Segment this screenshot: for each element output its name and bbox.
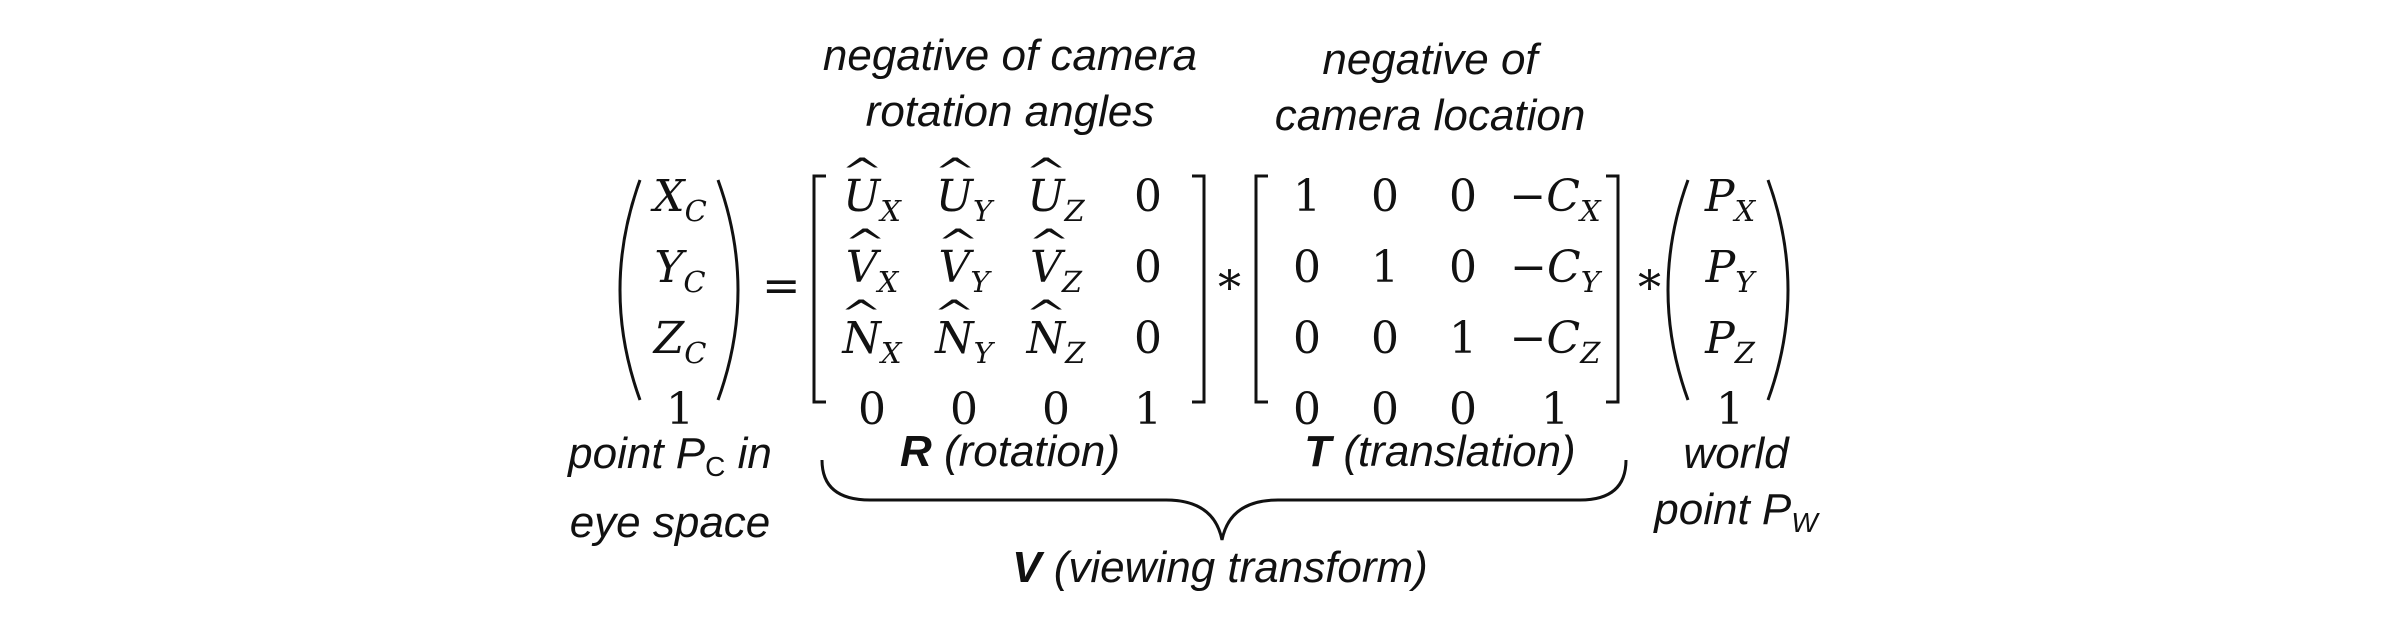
translation-top-caption-line2: camera location bbox=[1274, 91, 1586, 140]
translation-cell: 1 bbox=[1371, 242, 1399, 293]
translation-cell: 0 bbox=[1293, 313, 1321, 364]
eye-vector-entry: XC bbox=[653, 171, 707, 229]
eye-point-caption-line2: eye space bbox=[569, 498, 771, 547]
eye-vector-entry: YC bbox=[654, 242, 706, 300]
rotation-cell: 0 bbox=[1134, 242, 1162, 293]
eye-vector-entry: ZC bbox=[653, 313, 707, 371]
world-vector-entry: 1 bbox=[1716, 384, 1744, 435]
translation-cell: 1 bbox=[1541, 384, 1569, 435]
rotation-cell: 0 bbox=[858, 384, 886, 435]
world-vector-right-paren bbox=[1766, 179, 1790, 401]
translation-cell: 0 bbox=[1293, 242, 1321, 293]
eye-point-caption-line1: point PC in bbox=[568, 429, 772, 482]
translation-cell: 1 bbox=[1449, 313, 1477, 364]
world-vector-entry: PY bbox=[1705, 242, 1755, 300]
rotation-right-bracket bbox=[1192, 174, 1206, 404]
translation-cell: −CZ bbox=[1509, 313, 1601, 371]
rotation-cell: 0 bbox=[1042, 384, 1070, 435]
rotation-top-caption-line1: negative of camera bbox=[822, 31, 1198, 80]
rotation-row: NX NY NZ 0 bbox=[826, 314, 1194, 378]
world-point-caption: world point PW bbox=[1636, 426, 1836, 551]
rotation-matrix: UX UY UZ 0 VX VY VZ 0 NX NY NZ 0 0 0 0 1 bbox=[826, 172, 1194, 435]
translation-cell: 0 bbox=[1293, 384, 1321, 435]
translation-cell: 0 bbox=[1449, 171, 1477, 222]
translation-row: 1 0 0 −CX bbox=[1268, 172, 1608, 236]
rotation-cell: 1 bbox=[1134, 384, 1162, 435]
rotation-cell: UX bbox=[826, 172, 918, 236]
viewing-transform-label-text: (viewing transform) bbox=[1041, 543, 1428, 592]
translation-cell: 0 bbox=[1449, 384, 1477, 435]
equals-sign: = bbox=[762, 258, 801, 312]
rotation-row: VX VY VZ 0 bbox=[826, 243, 1194, 307]
world-vector-entry: PZ bbox=[1705, 313, 1755, 371]
viewing-transform-label: V (viewing transform) bbox=[960, 540, 1480, 596]
viewing-transform-brace bbox=[820, 459, 1628, 541]
translation-matrix: 1 0 0 −CX 0 1 0 −CY 0 0 1 −CZ 0 0 0 1 bbox=[1268, 172, 1608, 435]
rotation-cell: NZ bbox=[1010, 314, 1102, 378]
rotation-top-caption-line2: rotation angles bbox=[865, 87, 1155, 136]
rotation-row: 0 0 0 1 bbox=[826, 385, 1194, 435]
translation-cell: 0 bbox=[1371, 171, 1399, 222]
translation-cell: 0 bbox=[1371, 313, 1399, 364]
translation-top-caption: negative of camera location bbox=[1260, 32, 1600, 144]
translation-row: 0 1 0 −CY bbox=[1268, 243, 1608, 307]
translation-label-text: (translation) bbox=[1331, 427, 1576, 476]
eye-point-caption: point PC in eye space bbox=[560, 426, 780, 551]
translation-cell: −CX bbox=[1509, 171, 1601, 229]
translation-row: 0 0 1 −CZ bbox=[1268, 314, 1608, 378]
rotation-cell: VY bbox=[918, 243, 1010, 307]
world-vector: PX PY PZ 1 bbox=[1690, 172, 1770, 435]
translation-cell: 1 bbox=[1293, 171, 1321, 222]
rotation-cell: 0 bbox=[1134, 171, 1162, 222]
translation-symbol: T bbox=[1304, 427, 1332, 476]
translation-left-bracket bbox=[1254, 174, 1268, 404]
rotation-cell: UY bbox=[918, 172, 1010, 236]
world-point-caption-line1: world bbox=[1683, 429, 1789, 478]
multiply-sign-1: * bbox=[1218, 260, 1241, 314]
rotation-cell: NX bbox=[826, 314, 918, 378]
rotation-cell: 0 bbox=[950, 384, 978, 435]
translation-label: T (translation) bbox=[1290, 424, 1590, 480]
translation-cell: −CY bbox=[1510, 242, 1600, 300]
eye-vector-left-paren bbox=[618, 179, 642, 401]
rotation-label: R (rotation) bbox=[880, 424, 1140, 480]
rotation-cell: 0 bbox=[1134, 313, 1162, 364]
translation-cell: 0 bbox=[1371, 384, 1399, 435]
translation-cell: 0 bbox=[1449, 242, 1477, 293]
translation-row: 0 0 0 1 bbox=[1268, 385, 1608, 435]
multiply-sign-2: * bbox=[1638, 260, 1661, 314]
eye-vector: XC YC ZC 1 bbox=[640, 172, 720, 435]
rotation-symbol: R bbox=[899, 427, 932, 476]
world-point-caption-line2: point PW bbox=[1654, 485, 1818, 538]
rotation-cell: NY bbox=[918, 314, 1010, 378]
world-vector-entry: PX bbox=[1704, 171, 1756, 229]
rotation-top-caption: negative of camera rotation angles bbox=[810, 28, 1210, 140]
rotation-left-bracket bbox=[812, 174, 826, 404]
rotation-row: UX UY UZ 0 bbox=[826, 172, 1194, 236]
translation-right-bracket bbox=[1606, 174, 1620, 404]
translation-top-caption-line1: negative of bbox=[1322, 35, 1538, 84]
eye-vector-entry: 1 bbox=[666, 384, 694, 435]
rotation-cell: VX bbox=[826, 243, 918, 307]
viewing-transform-symbol: V bbox=[1012, 543, 1042, 592]
eye-vector-right-paren bbox=[716, 179, 740, 401]
world-vector-left-paren bbox=[1666, 179, 1690, 401]
rotation-label-text: (rotation) bbox=[931, 427, 1121, 476]
